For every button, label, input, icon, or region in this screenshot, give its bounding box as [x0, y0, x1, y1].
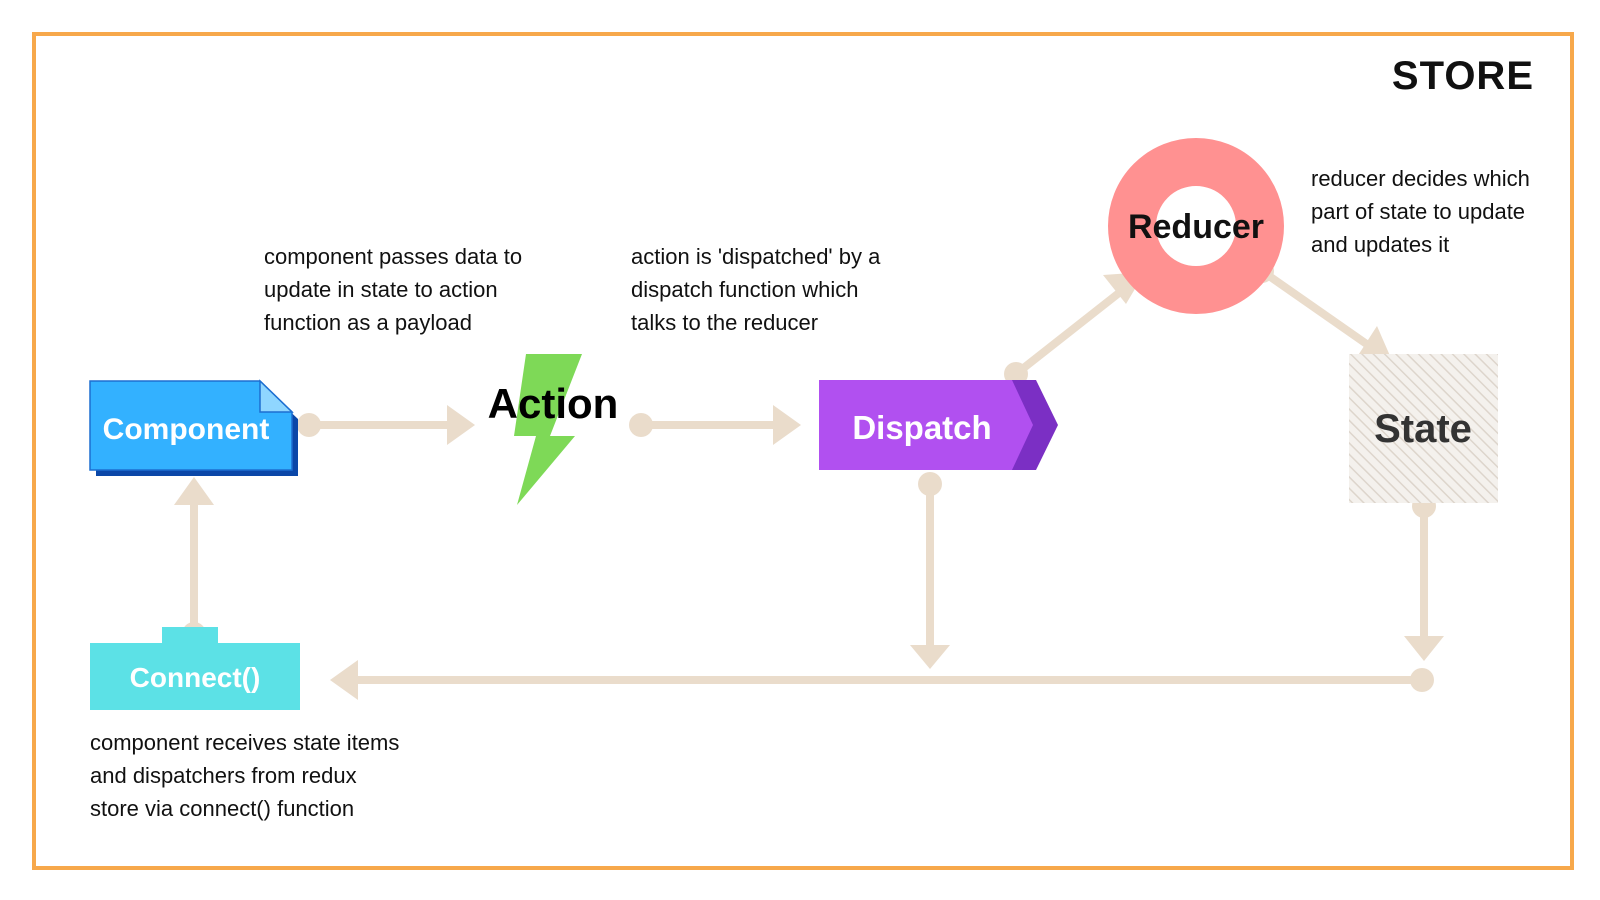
store-title: STORE: [1391, 54, 1534, 98]
note-connect: component receives state items and dispa…: [90, 726, 399, 825]
note-line: dispatch function which: [631, 277, 859, 302]
action-label: Action: [488, 380, 619, 427]
arrow-reducer-to-state: [1250, 259, 1394, 365]
arrow-state-to-connect: [330, 660, 1434, 700]
reducer-ring-shape: [1108, 138, 1284, 314]
note-line: action is 'dispatched' by a: [631, 244, 881, 269]
state-label: State: [1374, 407, 1472, 451]
connect-box: [90, 643, 300, 710]
arrow-dispatch-down: [910, 472, 950, 669]
lightning-bolt-icon: [514, 354, 582, 505]
connectors: [174, 259, 1444, 700]
connect-label: Connect(): [130, 662, 261, 693]
dispatch-node[interactable]: Dispatch: [819, 380, 1058, 470]
state-hatched-square: [1349, 354, 1498, 503]
note-line: component passes data to: [264, 244, 523, 269]
arrow-component-to-action: [297, 405, 475, 445]
note-line: component receives state items: [90, 730, 400, 755]
note-component-to-action: component passes data to update in state…: [264, 240, 522, 339]
note-line: and updates it: [1311, 232, 1450, 257]
component-label: Component: [103, 413, 270, 446]
note-line: and dispatchers from redux: [90, 763, 357, 788]
note-line: reducer decides which: [1311, 166, 1530, 191]
arrow-dispatch-to-reducer: [1004, 272, 1145, 386]
component-corner-fold: [259, 379, 294, 413]
arrow-connect-to-component: [174, 477, 214, 646]
note-line: update in state to action: [264, 277, 498, 302]
store-frame: STORE: [32, 32, 1574, 870]
connect-node[interactable]: Connect(): [90, 627, 300, 710]
note-line: function as a payload: [264, 310, 472, 335]
note-line: talks to the reducer: [631, 310, 819, 335]
note-line: part of state to update: [1311, 199, 1526, 224]
note-reducer: reducer decides which part of state to u…: [1311, 162, 1530, 261]
component-document-shape: [89, 380, 293, 471]
arrow-action-to-dispatch: [629, 405, 801, 445]
action-node[interactable]: Action: [488, 354, 619, 505]
reducer-label: Reducer: [1128, 208, 1264, 246]
arrow-state-down: [1404, 494, 1444, 661]
connect-tab: [162, 627, 218, 645]
dispatch-chevron-shape: [819, 380, 1033, 470]
reducer-node[interactable]: Reducer: [1108, 138, 1284, 314]
state-node[interactable]: State: [1349, 354, 1498, 503]
dispatch-label: Dispatch: [852, 409, 991, 446]
component-node[interactable]: Component: [89, 379, 298, 476]
note-action-to-dispatch: action is 'dispatched' by a dispatch fun…: [631, 240, 880, 339]
note-line: store via connect() function: [90, 796, 355, 821]
